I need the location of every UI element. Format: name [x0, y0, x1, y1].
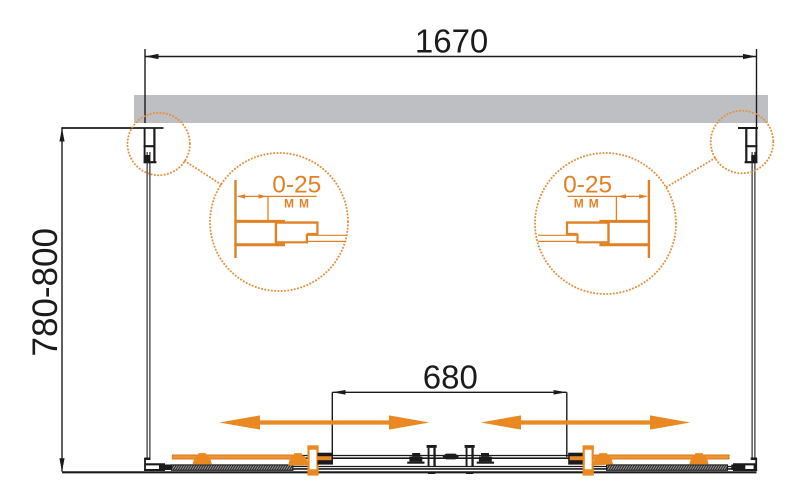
svg-text:1670: 1670 — [415, 23, 488, 60]
svg-text:0-25: 0-25 — [272, 172, 321, 199]
svg-text:680: 680 — [423, 359, 478, 396]
svg-text:0-25: 0-25 — [563, 172, 612, 199]
svg-text:MM: MM — [284, 197, 314, 211]
svg-text:MM: MM — [574, 197, 604, 211]
svg-text:780-800: 780-800 — [26, 228, 65, 356]
